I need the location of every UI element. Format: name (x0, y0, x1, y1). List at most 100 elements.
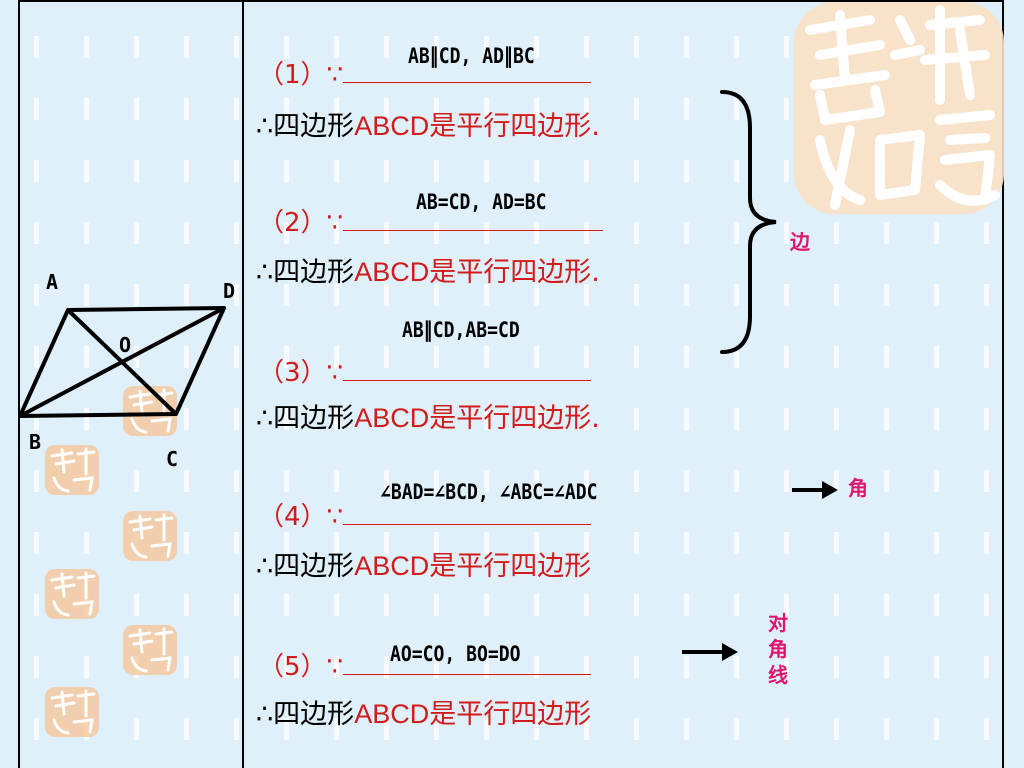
background-stripe (684, 222, 689, 244)
background-stripe (984, 284, 989, 306)
background-stripe (384, 160, 389, 182)
background-stripe (184, 284, 189, 306)
background-stripe (484, 346, 489, 368)
background-stripe (584, 160, 589, 182)
background-stripe (784, 36, 789, 58)
condition-3-number: （3）∵ (258, 358, 344, 388)
background-stripe (484, 470, 489, 492)
tag-side: 边 (790, 230, 810, 254)
background-stripe (184, 222, 189, 244)
background-stripe (734, 98, 739, 120)
background-stripe (234, 222, 239, 244)
condition-5-blank (343, 652, 592, 675)
background-stripe (84, 346, 89, 368)
background-stripe (884, 408, 889, 430)
background-stripe (284, 346, 289, 368)
background-stripe (934, 470, 939, 492)
answer-2: AB=CD, AD=BC (416, 190, 547, 214)
background-stripe (884, 470, 889, 492)
conclusion-3-suffix: 是平行四边形. (429, 403, 600, 434)
background-stripe (334, 594, 339, 616)
background-stripe (734, 470, 739, 492)
background-stripe (984, 470, 989, 492)
background-stripe (134, 718, 139, 740)
condition-4-number: （4）∵ (258, 502, 344, 532)
background-stripe (134, 346, 139, 368)
background-stripe (334, 98, 339, 120)
background-stripe (934, 346, 939, 368)
background-stripe (334, 160, 339, 182)
background-stripe (484, 594, 489, 616)
background-stripe (334, 222, 339, 244)
background-stripe (784, 160, 789, 182)
background-stripe (234, 36, 239, 58)
background-stripe (984, 594, 989, 616)
conclusion-5-prefix: ∴四边形 (256, 699, 355, 730)
background-stripe (134, 222, 139, 244)
background-stripe (184, 718, 189, 740)
background-stripe (634, 470, 639, 492)
background-stripe (584, 656, 589, 678)
background-stripe (184, 594, 189, 616)
background-stripe (634, 222, 639, 244)
background-stripe (534, 532, 539, 554)
background-stripe (434, 36, 439, 58)
background-stripe (34, 160, 39, 182)
background-stripe (84, 36, 89, 58)
background-stripe (484, 98, 489, 120)
background-stripe (434, 222, 439, 244)
background-stripe (484, 656, 489, 678)
background-stripe (434, 656, 439, 678)
background-stripe (534, 718, 539, 740)
diagonal-bd (19, 306, 225, 418)
conclusion-3: ∴四边形ABCD是平行四边形. (256, 396, 600, 435)
background-stripe (484, 160, 489, 182)
column-divider (242, 0, 244, 768)
background-stripe (184, 532, 189, 554)
condition-1-number: （1）∵ (258, 60, 344, 90)
background-stripe (784, 98, 789, 120)
background-stripe (684, 656, 689, 678)
background-stripe (234, 284, 239, 306)
small-seal-5 (123, 625, 177, 675)
background-stripe (834, 656, 839, 678)
conclusion-1-prefix: ∴四边形 (256, 111, 355, 142)
conclusion-5-suffix: 是平行四边形 (429, 699, 592, 730)
background-stripe (534, 98, 539, 120)
background-stripe (734, 408, 739, 430)
background-stripe (834, 346, 839, 368)
arrow-right-icon-angle (792, 481, 838, 499)
tag-diagonal-char-2: 角 (768, 637, 788, 661)
background-stripe (784, 470, 789, 492)
background-stripe (234, 408, 239, 430)
background-stripe (684, 346, 689, 368)
background-stripe (734, 222, 739, 244)
background-stripe (584, 222, 589, 244)
conclusion-2: ∴四边形ABCD是平行四边形. (256, 250, 600, 289)
background-stripe (234, 470, 239, 492)
background-stripe (534, 408, 539, 430)
answer-4: ∠BAD=∠BCD, ∠ABC=∠ADC (380, 480, 598, 504)
background-stripe (934, 718, 939, 740)
background-stripe (84, 160, 89, 182)
tag-angle: 角 (848, 476, 868, 500)
conclusion-4-abcd: ABCD (354, 551, 430, 581)
background-stripe (684, 160, 689, 182)
background-stripe (84, 656, 89, 678)
arrow-right-icon-diagonal (682, 643, 738, 661)
conclusion-2-suffix: 是平行四边形. (429, 257, 600, 288)
small-seal-2 (45, 445, 99, 495)
background-stripe (234, 532, 239, 554)
background-stripe (334, 656, 339, 678)
point-label-c: C (166, 447, 179, 471)
background-stripe (434, 160, 439, 182)
conclusion-4: ∴四边形ABCD是平行四边形 (256, 544, 591, 583)
background-stripe (84, 222, 89, 244)
point-label-a: A (46, 270, 59, 294)
conclusion-5: ∴四边形ABCD是平行四边形 (256, 692, 591, 731)
background-stripe (34, 346, 39, 368)
background-stripe (234, 594, 239, 616)
background-stripe (784, 656, 789, 678)
background-stripe (934, 284, 939, 306)
background-stripe (184, 408, 189, 430)
